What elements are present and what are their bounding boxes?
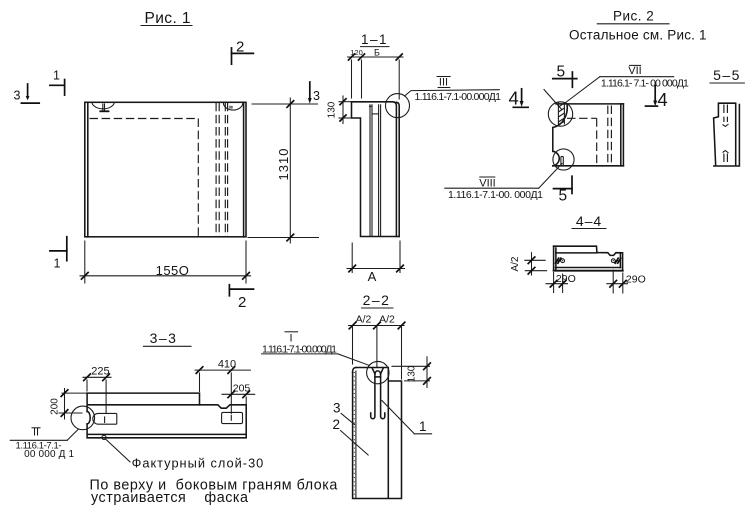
svg-text:Рис. 2: Рис. 2 <box>613 9 654 24</box>
svg-text:5: 5 <box>559 188 568 205</box>
svg-text:29O: 29O <box>556 273 576 285</box>
svg-text:1.116.1-7.1-00.000Д1: 1.116.1-7.1-00.000Д1 <box>262 343 337 355</box>
svg-text:1310: 1310 <box>276 148 291 181</box>
svg-text:А/2: А/2 <box>510 256 521 271</box>
svg-text:Фактурный слой-30: Фактурный слой-30 <box>132 456 265 471</box>
svg-text:VIII: VIII <box>479 177 496 189</box>
svg-text:1–1: 1–1 <box>361 32 388 47</box>
svg-text:3: 3 <box>313 89 320 103</box>
svg-text:200: 200 <box>50 398 61 415</box>
svg-text:1.116.1-7.1-00.000Д1: 1.116.1-7.1-00.000Д1 <box>415 91 502 103</box>
svg-text:4–4: 4–4 <box>576 213 602 229</box>
svg-text:1.116.1-7.1-00. 000Д1: 1.116.1-7.1-00. 000Д1 <box>448 189 543 201</box>
svg-text:Рис. 1: Рис. 1 <box>145 10 191 27</box>
svg-text:2: 2 <box>236 39 244 56</box>
svg-text:2–2: 2–2 <box>363 292 391 308</box>
svg-text:3–3: 3–3 <box>150 330 178 346</box>
svg-text:2: 2 <box>238 294 246 311</box>
svg-text:1.116.1-7.1-: 1.116.1-7.1- <box>16 440 62 451</box>
svg-text:1: 1 <box>53 69 60 83</box>
svg-text:I: I <box>289 333 292 345</box>
svg-text:3: 3 <box>14 89 21 103</box>
svg-text:225: 225 <box>91 366 109 378</box>
svg-text:А/2: А/2 <box>379 314 395 326</box>
svg-text:4: 4 <box>509 88 519 109</box>
svg-text:устраивается фаска: устраивается фаска <box>91 490 249 506</box>
svg-text:205: 205 <box>233 383 251 395</box>
svg-text:410: 410 <box>218 359 236 371</box>
svg-text:II: II <box>33 427 39 439</box>
svg-text:29O: 29O <box>626 274 646 286</box>
svg-text:VII: VII <box>628 65 641 77</box>
svg-text:1: 1 <box>54 257 61 271</box>
svg-text:130: 130 <box>407 365 418 382</box>
svg-text:3: 3 <box>333 401 341 416</box>
svg-text:5: 5 <box>557 64 566 81</box>
svg-text:00 000 Д 1: 00 000 Д 1 <box>24 449 74 460</box>
svg-text:4: 4 <box>657 89 667 110</box>
svg-text:1.116.1- 7.1- 00 000Д1: 1.116.1- 7.1- 00 000Д1 <box>601 78 689 90</box>
svg-text:130: 130 <box>327 101 338 118</box>
svg-text:120: 120 <box>350 48 363 57</box>
svg-text:155O: 155O <box>156 263 190 278</box>
svg-text:А: А <box>368 269 377 284</box>
svg-text:2: 2 <box>333 417 341 432</box>
svg-text:Б: Б <box>374 48 380 58</box>
svg-text:А/2: А/2 <box>356 314 372 326</box>
svg-text:Остальное см. Рис. 1: Остальное см. Рис. 1 <box>569 28 707 43</box>
svg-text:5–5: 5–5 <box>713 67 741 83</box>
svg-text:III: III <box>439 77 448 89</box>
svg-text:1: 1 <box>419 419 427 434</box>
svg-text:По верху и боковым граням бло: По верху и боковым граням блока <box>90 477 338 493</box>
